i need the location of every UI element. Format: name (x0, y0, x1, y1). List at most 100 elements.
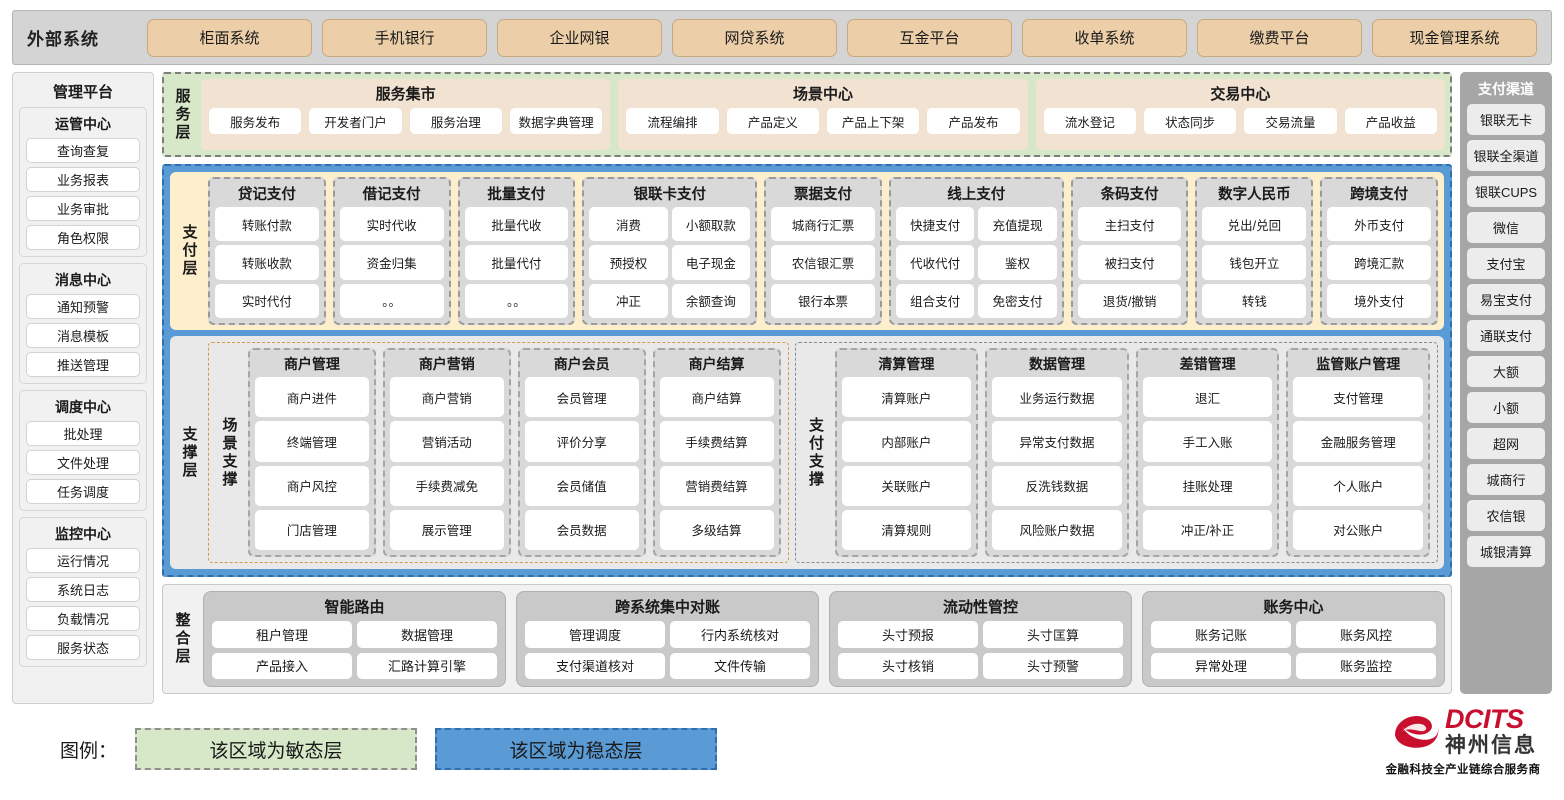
integration-item[interactable]: 头寸预警 (983, 652, 1123, 679)
management-item[interactable]: 负载情况 (26, 606, 140, 631)
support-item[interactable]: 会员管理 (524, 377, 639, 418)
external-system-chip[interactable]: 网贷系统 (672, 18, 837, 57)
management-item[interactable]: 任务调度 (26, 479, 140, 504)
support-item[interactable]: 多级结算 (659, 509, 774, 550)
service-item[interactable]: 状态同步 (1143, 108, 1237, 134)
support-item[interactable]: 关联账户 (841, 465, 972, 506)
management-item[interactable]: 服务状态 (26, 635, 140, 660)
support-item[interactable]: 个人账户 (1293, 465, 1424, 506)
service-item[interactable]: 服务治理 (409, 108, 502, 134)
management-item[interactable]: 角色权限 (26, 225, 140, 250)
external-system-chip[interactable]: 收单系统 (1022, 18, 1187, 57)
payment-channel-item[interactable]: 小额 (1467, 392, 1545, 423)
management-item[interactable]: 文件处理 (26, 450, 140, 475)
support-item[interactable]: 商户营销 (389, 377, 504, 418)
payment-item[interactable]: 。。 (339, 283, 444, 318)
integration-item[interactable]: 头寸匡算 (983, 621, 1123, 648)
support-item[interactable]: 内部账户 (841, 421, 972, 462)
support-item[interactable]: 商户风控 (255, 465, 369, 506)
support-item[interactable]: 手续费结算 (659, 421, 774, 462)
service-item[interactable]: 流水登记 (1043, 108, 1136, 134)
service-item[interactable]: 产品上下架 (826, 108, 920, 134)
payment-item[interactable]: 城商行汇票 (771, 207, 875, 242)
support-item[interactable]: 风险账户数据 (992, 509, 1122, 550)
payment-item[interactable]: 实时代付 (215, 283, 319, 318)
payment-item[interactable]: 兑出/兑回 (1202, 207, 1307, 242)
service-item[interactable]: 流程编排 (626, 108, 719, 134)
support-item[interactable]: 展示管理 (389, 509, 504, 550)
payment-item[interactable]: 。。 (464, 283, 569, 318)
payment-channel-item[interactable]: 银联CUPS (1467, 176, 1545, 207)
support-item[interactable]: 业务运行数据 (992, 377, 1122, 418)
integration-item[interactable]: 头寸核销 (838, 652, 978, 679)
service-item[interactable]: 产品收益 (1344, 108, 1437, 134)
payment-item[interactable]: 转钱 (1202, 283, 1307, 318)
payment-channel-item[interactable]: 银联全渠道 (1467, 140, 1545, 171)
integration-item[interactable]: 数据管理 (357, 621, 497, 648)
support-item[interactable]: 营销活动 (389, 421, 504, 462)
management-item[interactable]: 通知预警 (26, 294, 140, 319)
payment-item[interactable]: 被扫支付 (1077, 245, 1182, 280)
support-item[interactable]: 冲正/补正 (1142, 509, 1273, 550)
payment-item[interactable]: 退货/撤销 (1077, 283, 1182, 318)
payment-item[interactable]: 主扫支付 (1077, 207, 1182, 242)
management-item[interactable]: 批处理 (26, 421, 140, 446)
integration-item[interactable]: 汇路计算引擎 (357, 652, 497, 679)
payment-item[interactable]: 银行本票 (771, 283, 875, 318)
payment-channel-item[interactable]: 超网 (1467, 428, 1545, 459)
support-item[interactable]: 反洗钱数据 (992, 465, 1122, 506)
payment-item[interactable]: 预授权 (589, 245, 668, 280)
payment-channel-item[interactable]: 支付宝 (1467, 248, 1545, 279)
management-item[interactable]: 推送管理 (26, 352, 140, 377)
payment-item[interactable]: 批量代收 (464, 207, 569, 242)
payment-item[interactable]: 农信银汇票 (771, 245, 875, 280)
management-item[interactable]: 业务报表 (26, 167, 140, 192)
support-item[interactable]: 商户结算 (659, 377, 774, 418)
payment-item[interactable]: 鉴权 (978, 245, 1057, 280)
support-item[interactable]: 退汇 (1142, 377, 1273, 418)
support-item[interactable]: 手续费减免 (389, 465, 504, 506)
management-item[interactable]: 运行情况 (26, 548, 140, 573)
payment-item[interactable]: 境外支付 (1327, 283, 1432, 318)
payment-item[interactable]: 资金归集 (339, 245, 444, 280)
payment-item[interactable]: 钱包开立 (1202, 245, 1307, 280)
support-item[interactable]: 对公账户 (1293, 509, 1424, 550)
support-item[interactable]: 门店管理 (255, 509, 369, 550)
payment-channel-item[interactable]: 农信银 (1467, 500, 1545, 531)
management-item[interactable]: 业务审批 (26, 196, 140, 221)
payment-item[interactable]: 转账收款 (215, 245, 319, 280)
integration-item[interactable]: 头寸预报 (838, 621, 978, 648)
service-item[interactable]: 产品发布 (927, 108, 1020, 134)
integration-item[interactable]: 行内系统核对 (670, 621, 810, 648)
payment-item[interactable]: 批量代付 (464, 245, 569, 280)
payment-channel-item[interactable]: 微信 (1467, 212, 1545, 243)
support-item[interactable]: 清算账户 (841, 377, 972, 418)
support-item[interactable]: 评价分享 (524, 421, 639, 462)
support-item[interactable]: 终端管理 (255, 421, 369, 462)
external-system-chip[interactable]: 现金管理系统 (1372, 18, 1537, 57)
integration-item[interactable]: 管理调度 (525, 621, 665, 648)
integration-item[interactable]: 账务监控 (1296, 652, 1436, 679)
support-item[interactable]: 手工入账 (1142, 421, 1273, 462)
payment-item[interactable]: 余额查询 (671, 283, 751, 318)
support-item[interactable]: 异常支付数据 (992, 421, 1122, 462)
payment-item[interactable]: 组合支付 (895, 283, 975, 318)
management-item[interactable]: 消息模板 (26, 323, 140, 348)
payment-item[interactable]: 转账付款 (215, 207, 319, 242)
payment-item[interactable]: 冲正 (589, 283, 668, 318)
integration-item[interactable]: 账务记账 (1151, 621, 1291, 648)
payment-item[interactable]: 免密支付 (978, 283, 1057, 318)
integration-item[interactable]: 产品接入 (212, 652, 352, 679)
payment-item[interactable]: 跨境汇款 (1327, 245, 1432, 280)
service-item[interactable]: 开发者门户 (309, 108, 402, 134)
management-item[interactable]: 系统日志 (26, 577, 140, 602)
support-item[interactable]: 会员储值 (524, 465, 639, 506)
payment-item[interactable]: 充值提现 (978, 207, 1057, 242)
service-item[interactable]: 服务发布 (209, 108, 302, 134)
payment-item[interactable]: 快捷支付 (895, 207, 975, 242)
payment-item[interactable]: 电子现金 (671, 245, 751, 280)
service-item[interactable]: 产品定义 (726, 108, 819, 134)
payment-channel-item[interactable]: 城商行 (1467, 464, 1545, 495)
support-item[interactable]: 金融服务管理 (1293, 421, 1424, 462)
external-system-chip[interactable]: 企业网银 (497, 18, 662, 57)
